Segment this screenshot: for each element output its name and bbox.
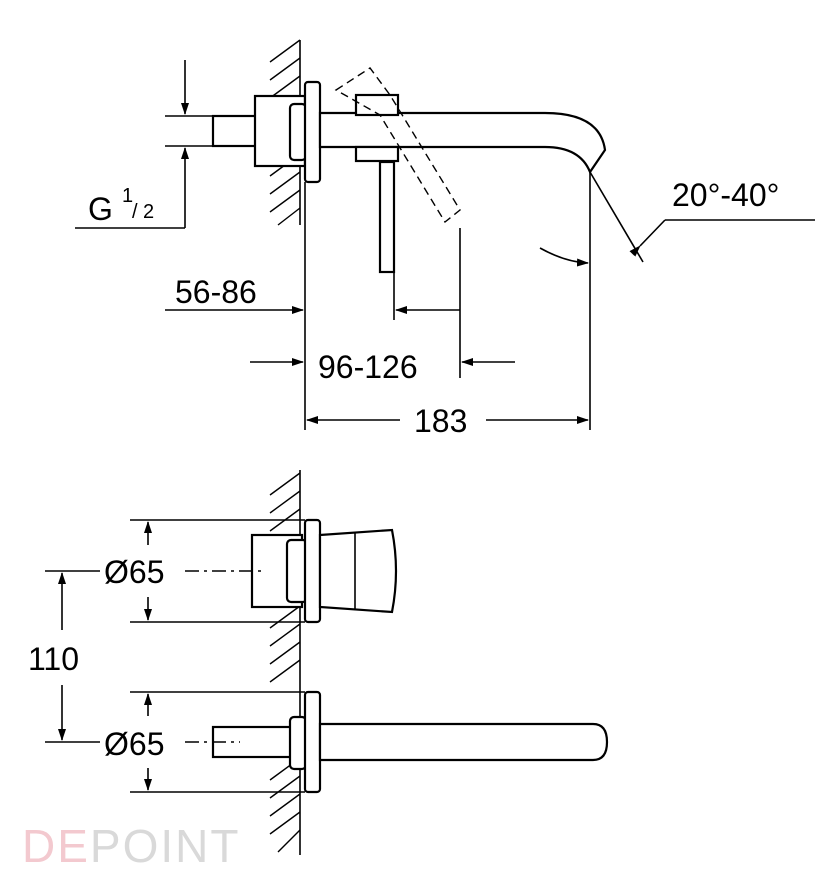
spacing-label: 110 [28, 641, 79, 677]
angle-label: 20°-40° [672, 177, 779, 213]
diameter-lower: Ø65 [104, 726, 164, 762]
thread-fraction-slash: / [132, 201, 138, 223]
wall-plate [303, 80, 322, 184]
dim-lever-reach: 96-126 [318, 349, 418, 385]
thread-label: G [88, 191, 113, 227]
angle-arc-arrow [539, 247, 589, 267]
lever-base-top [354, 93, 400, 117]
lever-handle [378, 160, 396, 274]
watermark-main: POINT [90, 820, 241, 872]
spout-body [318, 722, 609, 762]
spout-wall-plate [303, 690, 322, 794]
angle-ray [589, 171, 644, 263]
dim-wall-depth: 56-86 [175, 274, 257, 310]
spout-rosette-inner [288, 715, 308, 771]
mixer-wall-plate [303, 518, 322, 624]
spout [318, 111, 607, 175]
watermark-accent: DE [22, 820, 90, 872]
dim-total-reach: 183 [414, 403, 467, 439]
front-view: Ø65 Ø65 110 [28, 470, 609, 855]
lever-rotated-outline [334, 67, 461, 224]
watermark-logo: DEPOINT [22, 820, 240, 872]
lever-base-bottom [354, 145, 400, 163]
mixer-handle [318, 528, 398, 614]
thread-fraction-den: 2 [143, 201, 154, 223]
svg-text:DEPOINT: DEPOINT [22, 820, 240, 872]
thread-fraction-num: 1 [122, 185, 133, 207]
diameter-upper: Ø65 [104, 554, 164, 590]
wall-rosette-inner [288, 102, 308, 162]
side-view: 20°-40° G 1 / 2 56-86 96-126 183 [75, 39, 815, 439]
wall-hatch-bottom [269, 470, 301, 855]
angle-leader [629, 219, 666, 257]
